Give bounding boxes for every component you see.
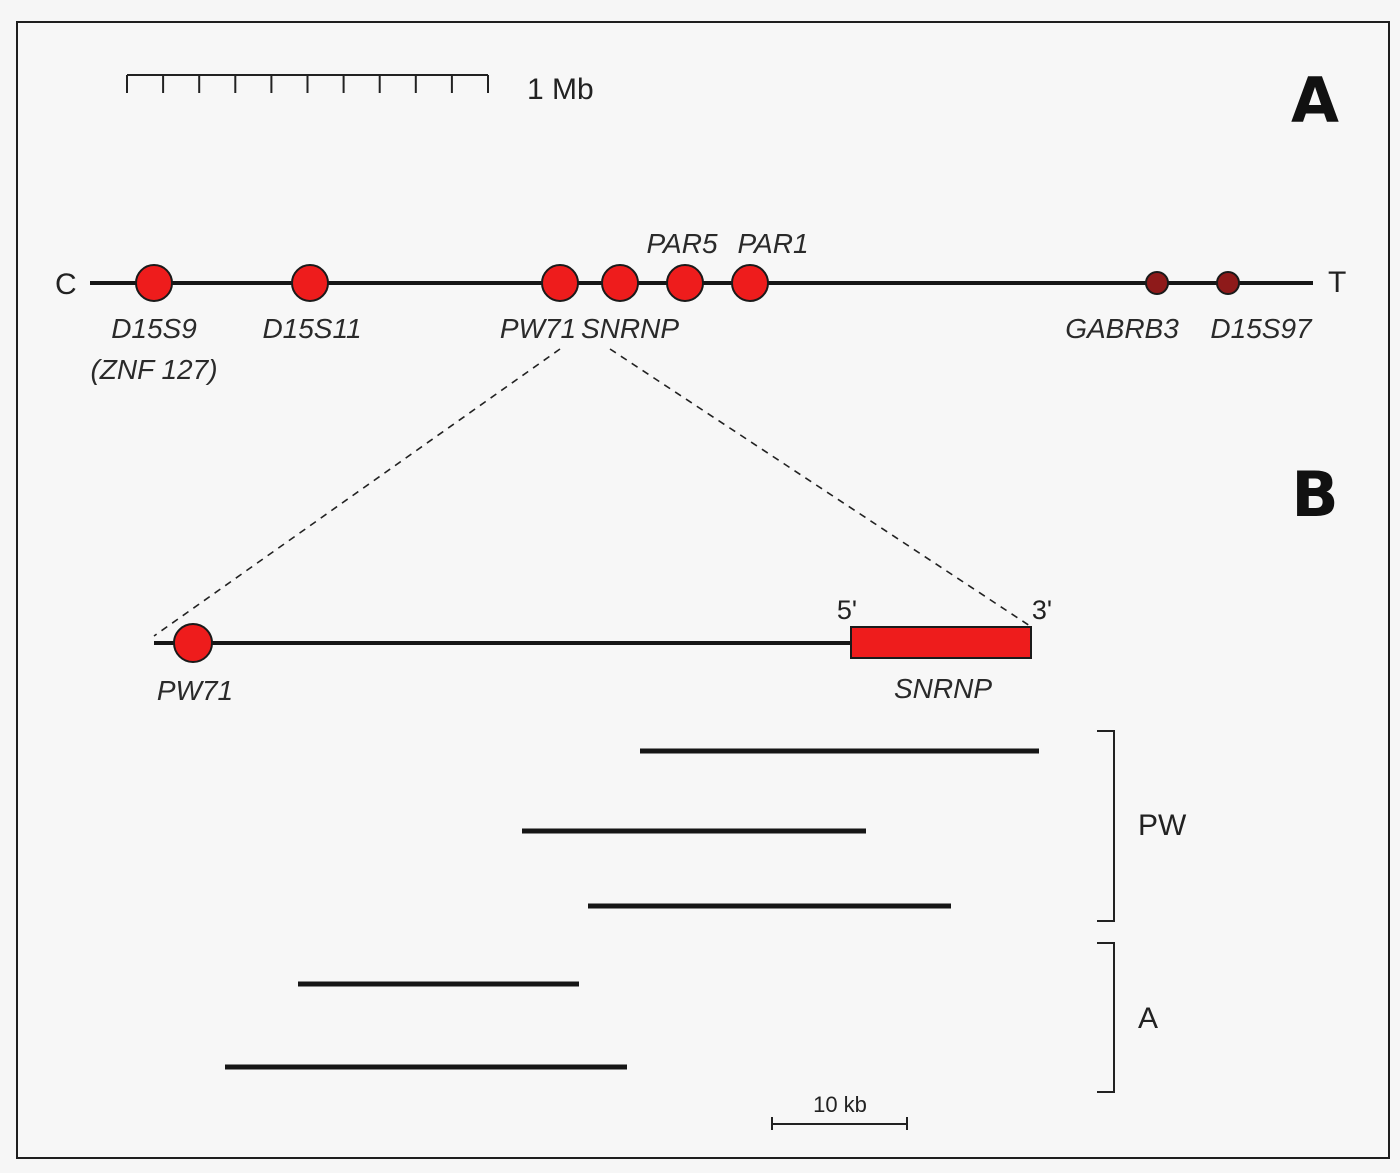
locus-d15s9-label: D15S9 [111,313,197,344]
figure-frame [16,21,1390,1159]
scale-bar-10kb [771,1117,908,1130]
bracket-pw [1097,730,1115,922]
group-pw-label: PW [1138,809,1187,842]
locus-d15s11-label: D15S11 [262,313,361,344]
locus-gabrb3-label: GABRB3 [1065,313,1179,344]
locus-d15s9-marker [135,264,173,302]
detail-pw71-label: PW71 [157,675,233,706]
telomere-end-label: T [1328,266,1346,299]
panel-label-a: A [1291,64,1339,137]
locus-par5-label: PAR5 [646,228,717,259]
detail-pw71-marker [173,623,213,663]
locus-d15s11-marker [291,264,329,302]
locus-pw71-marker [541,264,579,302]
locus-snrnp-label: SNRNP [581,313,679,344]
zoom-guide-left [153,348,561,637]
bracket-a [1097,942,1115,1093]
scale-bar-1mb-label: 1 Mb [527,73,594,106]
scale-bar-10kb-label: 10 kb [813,1092,867,1117]
locus-par5-marker [666,264,704,302]
locus-gabrb3-marker [1145,271,1169,295]
detail-snrnp-label: SNRNP [894,673,992,704]
detail-three-prime-label: 3' [1032,595,1052,625]
group-a-label: A [1138,1002,1158,1035]
locus-par1-label: PAR1 [737,228,808,259]
zoom-guide-right [609,348,1031,627]
centromere-end-label: C [55,268,77,301]
locus-d15s97-label: D15S97 [1210,313,1313,344]
detail-five-prime-label: 5' [837,595,857,625]
detail-snrnp-gene-box [850,626,1032,659]
locus-snrnp-marker [601,264,639,302]
locus-znf127-label: (ZNF 127) [90,354,217,385]
locus-pw71-label: PW71 [500,313,576,344]
locus-par1-marker [731,264,769,302]
scale-bar-1mb [126,74,489,93]
locus-d15s97-marker [1216,271,1240,295]
panel-label-b: B [1291,458,1338,531]
